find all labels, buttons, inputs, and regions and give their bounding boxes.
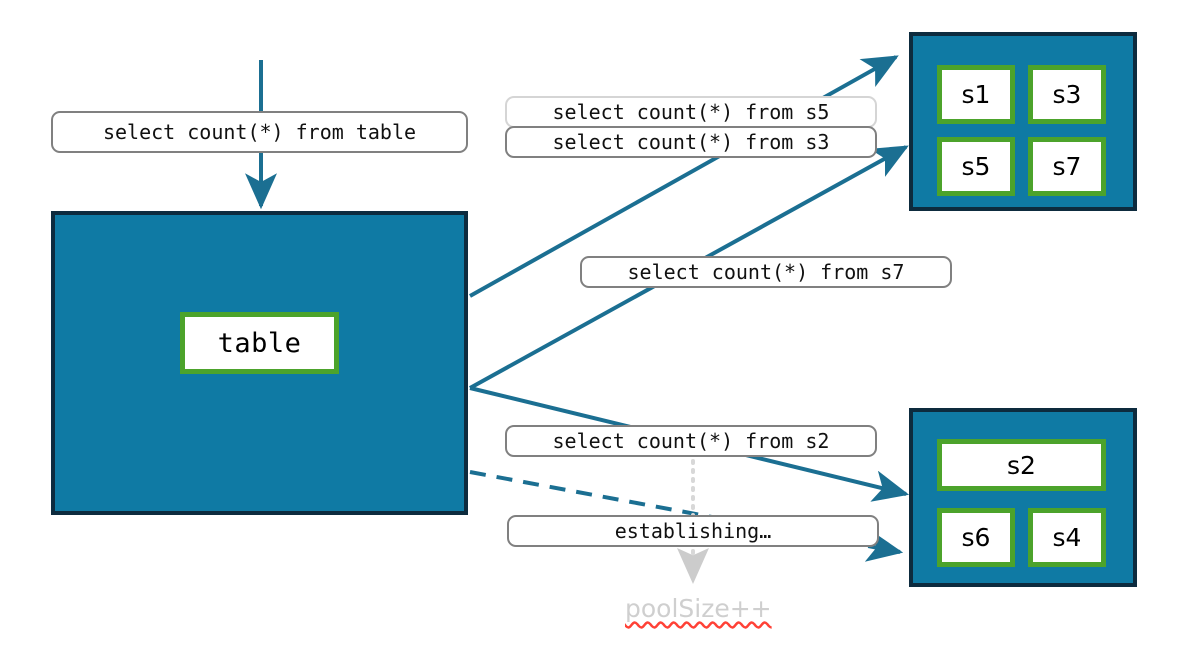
node-s5[interactable]: s5: [937, 137, 1015, 196]
query-label-s2[interactable]: select count(*) from s2: [505, 425, 877, 457]
node-s4[interactable]: s4: [1028, 508, 1106, 567]
node-s1[interactable]: s1: [937, 65, 1015, 124]
node-s7[interactable]: s7: [1028, 137, 1106, 196]
node-table[interactable]: table: [180, 312, 339, 374]
node-s2[interactable]: s2: [937, 439, 1106, 491]
poolsize-note: poolSize++: [625, 594, 772, 623]
node-s3[interactable]: s3: [1028, 65, 1106, 124]
query-label-establishing[interactable]: establishing…: [507, 515, 879, 547]
query-label-s3[interactable]: select count(*) from s3: [505, 126, 877, 158]
query-label-entry[interactable]: select count(*) from table: [51, 111, 468, 153]
query-label-s5[interactable]: select count(*) from s5: [505, 96, 877, 128]
query-label-s7[interactable]: select count(*) from s7: [580, 256, 952, 288]
node-s6[interactable]: s6: [937, 508, 1015, 567]
